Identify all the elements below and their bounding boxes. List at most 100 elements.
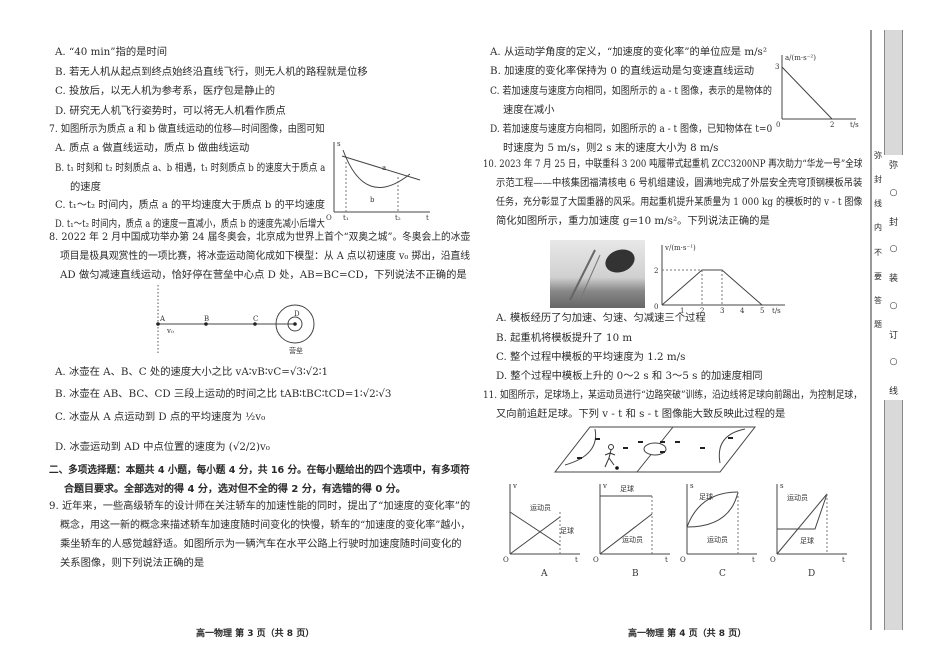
q10-option-b: B. 起重机将模板提升了 10 m bbox=[496, 332, 633, 344]
q11-stem-2: 又向前追赶足球。下列 v - t 和 s - t 图像能大致反映此过程的是 bbox=[496, 408, 786, 420]
page-footer-right: 高一物理 第 4 页（共 8 页） bbox=[628, 629, 747, 639]
y-label: s bbox=[337, 140, 341, 148]
x-tick-2: 2 bbox=[830, 121, 834, 129]
a-t-line bbox=[781, 66, 833, 120]
ball-icon bbox=[615, 466, 619, 470]
x-tick: 5 bbox=[760, 307, 764, 315]
x-label: t/s bbox=[772, 307, 781, 315]
point-c-label: C bbox=[253, 315, 258, 323]
q10-stem-1: 10. 2023 年 7 月 25 日，中联重科 3 200 吨履带式起重机 Z… bbox=[483, 158, 863, 170]
page-footer-left: 高一物理 第 3 页（共 8 页） bbox=[196, 629, 315, 639]
origin-label: O bbox=[680, 556, 686, 564]
y-label: s bbox=[690, 482, 694, 490]
option-label-c[interactable]: C bbox=[719, 569, 726, 579]
q9-stem-4: 关系图像，则下列说法正确的是 bbox=[60, 557, 205, 569]
q9-a-t-graph: a/(m·s⁻²) 3 0 2 t/s bbox=[775, 54, 859, 129]
binding-line bbox=[870, 30, 872, 630]
q11-stem-1: 11. 如图所示，足球场上，某运动员进行“边路突破”训练，沿边线将足球向前踢出，… bbox=[483, 389, 863, 401]
q8-stem-2: 项目是极具观赏性的一项比赛，将冰壶运动简化成如下模型：从 A 点以初速度 v₀ … bbox=[60, 250, 471, 262]
circle-icon: ○ bbox=[889, 244, 898, 255]
binding-char: 题 bbox=[874, 319, 882, 329]
seal-char: 弥 bbox=[888, 161, 898, 171]
y-label: v bbox=[512, 482, 517, 490]
circle-icon: ○ bbox=[889, 187, 898, 198]
q7-stem: 7. 如图所示为质点 a 和 b 做直线运动的位移—时间图像，由图可知 bbox=[49, 123, 325, 135]
ball-label: 足球 bbox=[800, 536, 814, 545]
runner-icon bbox=[604, 444, 619, 470]
q9-option-a: A. 从运动学角度的定义，“加速度的变化率”的单位应是 m/s² bbox=[490, 46, 767, 58]
t-label: t bbox=[575, 556, 578, 564]
label-t1: t₁ bbox=[343, 214, 349, 222]
label-a: a bbox=[382, 164, 386, 172]
x-tick: 3 bbox=[720, 307, 724, 315]
curve-b bbox=[342, 149, 411, 188]
seal-char: 线 bbox=[888, 387, 898, 397]
option-label-b[interactable]: B bbox=[632, 569, 639, 579]
section-2-heading-cont: 合题目要求。全部选对的得 4 分，选对但不全的得 2 分，有选错的得 0 分。 bbox=[64, 484, 406, 495]
q9-option-b: B. 加速度的变化率保持为 0 的直线运动是匀变速直线运动 bbox=[490, 65, 755, 77]
origin-label: O bbox=[593, 556, 599, 564]
seal-char: 装 bbox=[888, 274, 898, 284]
ball-label: 足球 bbox=[620, 484, 634, 493]
ball-line bbox=[509, 511, 561, 546]
q9-option-d: D. 若加速度与速度方向相同，如图所示的 a - t 图像，已知物体在 t=0 bbox=[490, 123, 773, 135]
t-label: t bbox=[752, 556, 755, 564]
y-label: v bbox=[602, 482, 607, 490]
player-line bbox=[599, 513, 653, 555]
circle-icon: ○ bbox=[889, 300, 898, 311]
x-tick: 2 bbox=[700, 307, 704, 315]
v0-label: v₀ bbox=[166, 327, 174, 335]
q7-option-c: C. t₁～t₂ 时间内，质点 a 的平均速度大于质点 b 的平均速度 bbox=[55, 199, 325, 211]
player-label: 运动员 bbox=[530, 503, 551, 512]
q10-option-d: D. 整个过程中模板上升的 0～2 s 和 3～5 s 的加速度相同 bbox=[496, 370, 763, 382]
q7-option-b: B. t₁ 时刻和 t₂ 时刻质点 a、b 相遇，t₁ 时刻质点 b 的速度大于… bbox=[55, 162, 326, 174]
point-a-label: A bbox=[159, 315, 166, 323]
binding-char: 弥 bbox=[874, 151, 882, 160]
q10-v-t-graph: v/(m·s⁻¹) 2 0 1 2 3 4 5 t/s bbox=[654, 244, 785, 315]
x-label: t/s bbox=[850, 121, 859, 129]
player-label: 运动员 bbox=[622, 535, 643, 544]
player-label: 运动员 bbox=[707, 535, 728, 544]
q9-stem-2: 概念，用这一新的概念来描述轿车加速度随时间变化的快慢，轿车的“加速度的变化率”越… bbox=[60, 519, 471, 531]
t-label: t bbox=[842, 556, 845, 564]
q10-stem-2: 示范工程——中核集团福清核电 6 号机组建设，圆满地完成了外层安全壳穹顶钢模板吊… bbox=[496, 177, 863, 189]
q8-option-a: A. 冰壶在 A、B、C 处的速度大小之比 vA∶vB∶vC=√3∶√2∶1 bbox=[55, 366, 328, 378]
q10-option-c: C. 整个过程中模板的平均速度为 1.2 m/s bbox=[496, 351, 686, 363]
option-label-a[interactable]: A bbox=[540, 569, 548, 579]
q8-option-d: D. 冰壶运动到 AD 中点位置的速度为 (√2/2)v₀ bbox=[55, 441, 270, 453]
seal-char: 订 bbox=[888, 330, 898, 341]
q8-stem-3: AD 做匀减速直线运动，恰好停在营垒中心点 D 处，AB=BC=CD，下列说法不… bbox=[60, 269, 467, 281]
ball-curve bbox=[686, 491, 739, 528]
q11-graph-d: s 运动员 足球 O t D bbox=[770, 482, 847, 579]
player-line bbox=[776, 493, 828, 555]
origin-label: 0 bbox=[654, 303, 658, 311]
house-outer bbox=[275, 304, 315, 344]
player-label: 运动员 bbox=[787, 493, 808, 502]
q6-option-d: D. 研究无人机飞行姿势时，可以将无人机看作质点 bbox=[55, 105, 286, 117]
q8-curling-figure: A B C D v₀ 营垒 bbox=[156, 285, 315, 355]
q7-option-a: A. 质点 a 做直线运动，质点 b 做曲线运动 bbox=[55, 142, 250, 154]
q8-option-b: B. 冰壶在 AB、BC、CD 三段上运动的时间之比 tAB∶tBC∶tCD=1… bbox=[55, 388, 392, 400]
option-label-d[interactable]: D bbox=[808, 569, 815, 579]
binding-char: 封 bbox=[874, 175, 882, 185]
crane-photo bbox=[550, 240, 645, 308]
binding-char: 答 bbox=[874, 295, 882, 305]
x-tick: 1 bbox=[680, 307, 684, 315]
y-label: v/(m·s⁻¹) bbox=[664, 244, 696, 252]
q8-stem-1: 8. 2022 年 2 月中国成功举办第 24 届冬奥会，北京成为世界上首个“双… bbox=[49, 231, 471, 243]
y-tick-3: 3 bbox=[775, 63, 779, 71]
ball-line bbox=[777, 493, 828, 530]
q9-option-d-cont: 时速度为 5 m/s，则2 s 末的速度大小为 8 m/s bbox=[503, 142, 719, 154]
ball-label: 足球 bbox=[699, 492, 713, 501]
section-2-heading: 二、多项选择题：本题共 4 小题，每小题 4 分，共 16 分。在每小题给出的四… bbox=[49, 465, 470, 476]
q7-option-d: D. t₁～t₂ 时间内，质点 a 的速度一直减小，质点 b 的速度先减小后增大 bbox=[55, 218, 325, 230]
x-tick: 4 bbox=[740, 307, 745, 315]
q10-stem-4: 简化如图所示，重力加速度 g=10 m/s²。下列说法正确的是 bbox=[496, 215, 770, 227]
binding-notice: 弥 封 线 内 不 要 答 题 bbox=[872, 150, 884, 330]
q10-stem-3: 任务，充分彰显了大国重器的风采。用起重机提升某质量为 1 000 kg 的模板时… bbox=[496, 196, 863, 208]
binding-char: 不 bbox=[874, 247, 882, 257]
player-curve bbox=[686, 491, 739, 528]
point-d-label: D bbox=[294, 310, 300, 318]
q6-option-c: C. 投放后，以无人机为参考系，医疗包是静止的 bbox=[55, 85, 275, 97]
q9-stem-3: 乘坐轿车的人感觉越舒适。如图所示为一辆汽车在水平公路上行驶时加速度随时间变化的 bbox=[60, 538, 462, 550]
